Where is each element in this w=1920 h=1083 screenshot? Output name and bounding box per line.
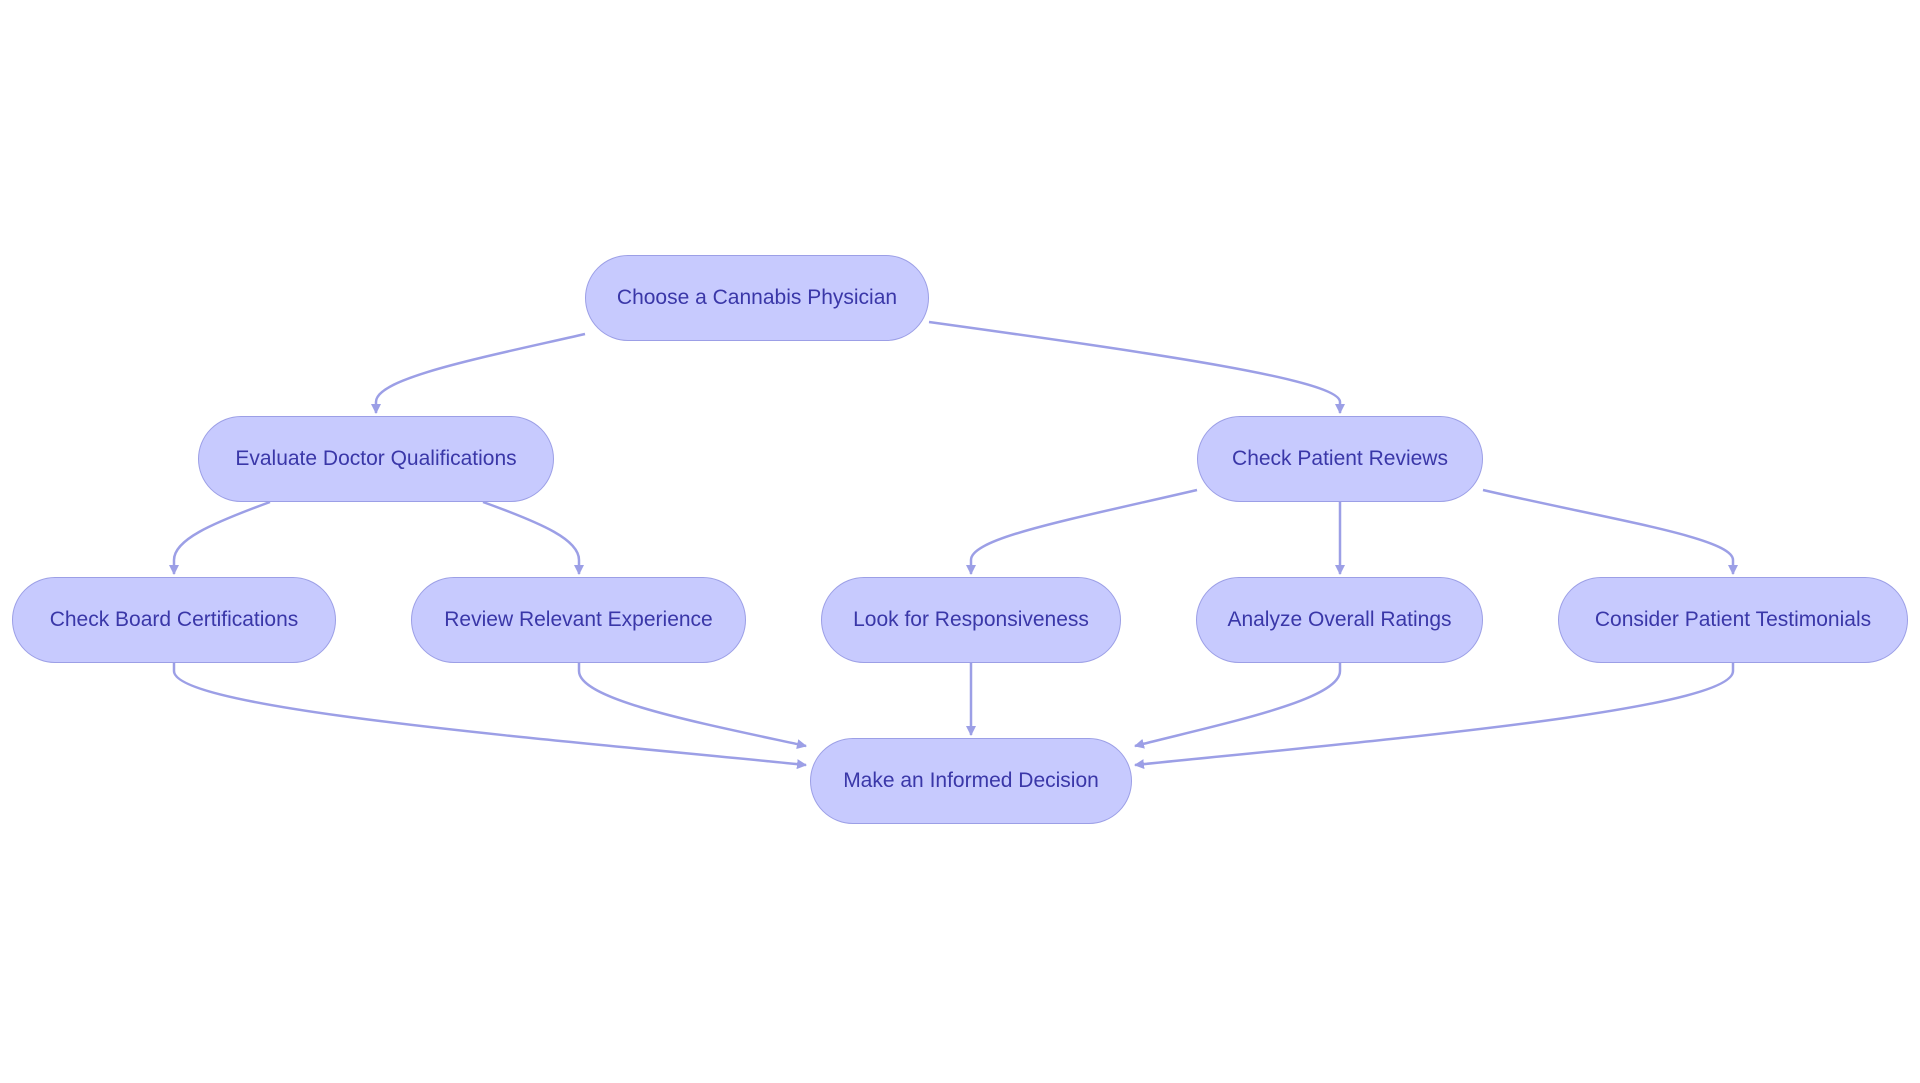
node-look-for-responsiveness[interactable]: Look for Responsiveness <box>821 577 1121 663</box>
edge-reviews-to-responsiveness <box>966 488 1198 575</box>
node-review-relevant-experience[interactable]: Review Relevant Experience <box>411 577 746 663</box>
node-choose-cannabis-physician[interactable]: Choose a Cannabis Physician <box>585 255 929 341</box>
node-check-patient-reviews[interactable]: Check Patient Reviews <box>1197 416 1483 502</box>
edge-board-to-decision <box>172 663 807 770</box>
edge-choose-to-reviews <box>928 320 1345 414</box>
edge-reviews-to-testimonials <box>1482 488 1738 575</box>
node-label: Review Relevant Experience <box>444 608 713 631</box>
node-label: Analyze Overall Ratings <box>1227 608 1452 631</box>
node-evaluate-doctor-qualifications[interactable]: Evaluate Doctor Qualifications <box>198 416 554 502</box>
node-label: Look for Responsiveness <box>853 608 1089 631</box>
node-analyze-overall-ratings[interactable]: Analyze Overall Ratings <box>1196 577 1483 663</box>
edge-choose-to-evaluate <box>371 332 586 414</box>
node-label: Evaluate Doctor Qualifications <box>235 447 517 470</box>
edge-experience-to-decision <box>577 663 807 749</box>
edge-ratings-to-decision <box>1134 663 1342 749</box>
node-label: Make an Informed Decision <box>843 769 1099 792</box>
node-make-informed-decision[interactable]: Make an Informed Decision <box>810 738 1132 824</box>
edge-evaluate-to-experience <box>482 500 584 575</box>
node-check-board-certifications[interactable]: Check Board Certifications <box>12 577 336 663</box>
node-label: Check Patient Reviews <box>1232 447 1448 470</box>
edge-testimonials-to-decision <box>1134 663 1735 770</box>
node-label: Check Board Certifications <box>49 608 299 631</box>
node-label: Consider Patient Testimonials <box>1594 608 1872 631</box>
node-label: Choose a Cannabis Physician <box>616 286 898 309</box>
edge-evaluate-to-board <box>169 500 271 575</box>
node-consider-patient-testimonials[interactable]: Consider Patient Testimonials <box>1558 577 1908 663</box>
